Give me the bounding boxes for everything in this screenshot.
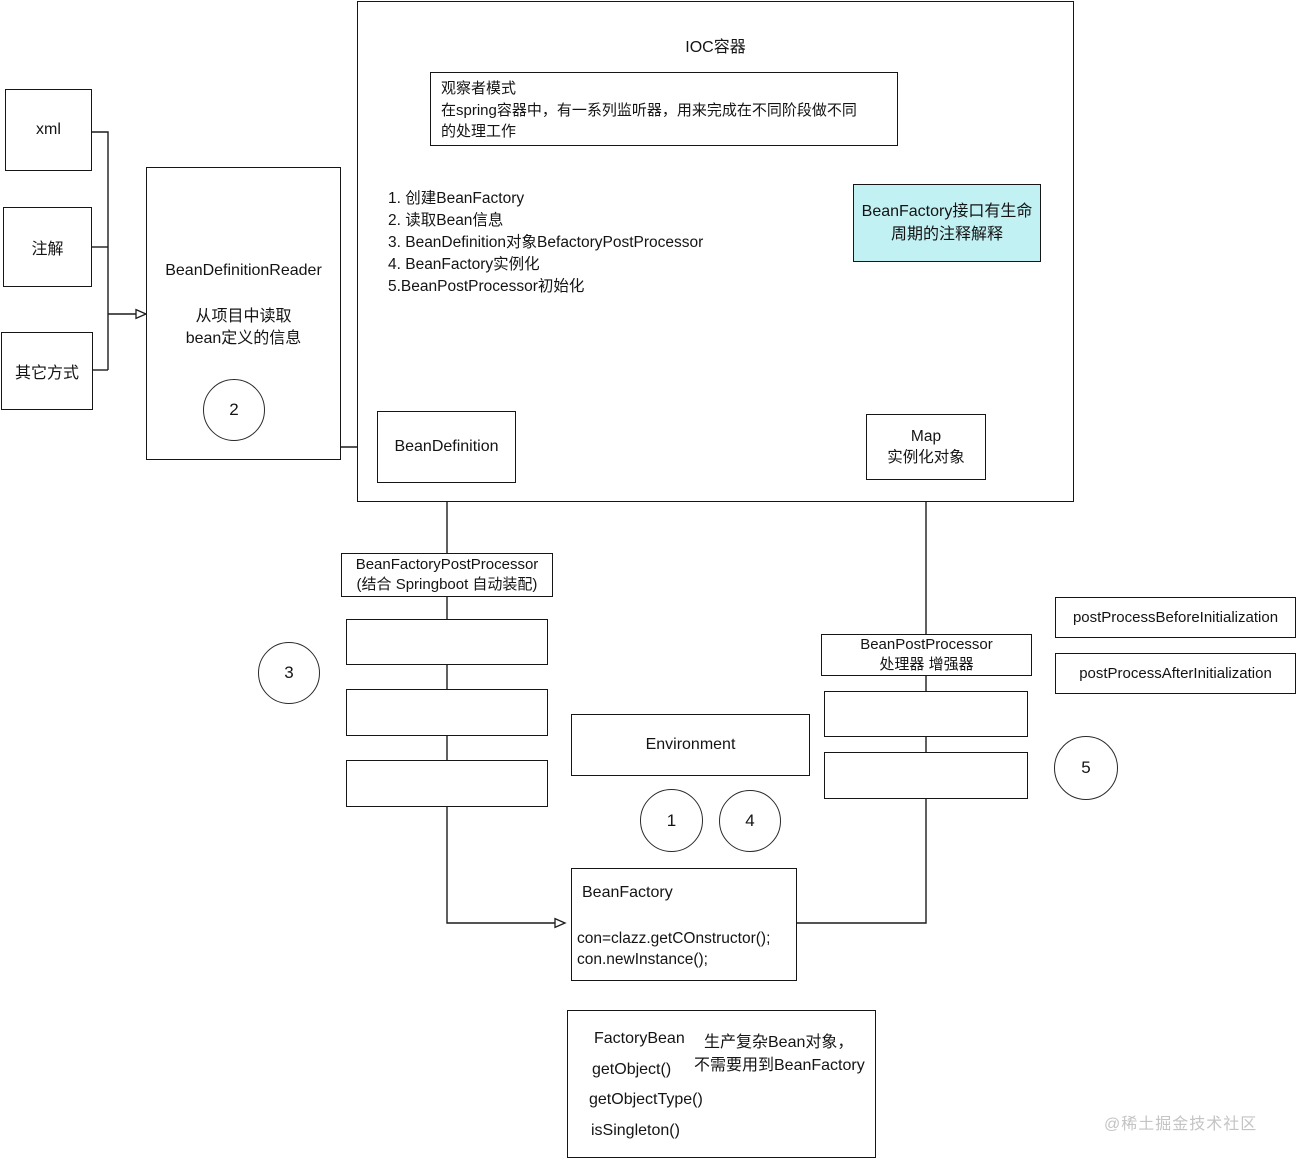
bean-post-processor-box: BeanPostProcessor 处理器 增强器 [821,634,1032,676]
factory-bean-title: FactoryBean [594,1030,685,1047]
factory-bean-box [567,1010,876,1158]
bpp-line2: 处理器 增强器 [879,656,974,673]
bfpp-line1: BeanFactoryPostProcessor [355,556,539,573]
step-badge-2: 2 [203,379,265,441]
lifecycle-note-line1: BeanFactory接口有生命 [861,203,1033,220]
ioc-title: IOC容器 [685,39,746,56]
observer-note-box: 观察者模式 在spring容器中，有一系列监听器，用来完成在不同阶段做不同 的处… [430,72,898,146]
factory-bean-method-getobject: getObject() [592,1061,672,1078]
bean-definition-label: BeanDefinition [394,438,499,455]
step-item-5: 5.BeanPostProcessor初始化 [388,278,585,295]
post-process-before-label: postProcessBeforeInitialization [1072,609,1279,626]
step-item-3: 3. BeanDefinition对象BefactoryPostProcesso… [388,234,704,251]
step-badge-4: 4 [719,790,781,852]
factory-bean-method-getobjecttype: getObjectType() [589,1091,703,1108]
observer-line3: 的处理工作 [441,123,517,140]
source-xml-label: xml [36,121,61,138]
factory-bean-method-issingleton: isSingleton() [591,1122,680,1139]
bean-factory-title: BeanFactory [582,884,673,901]
arrowhead-into-reader [135,308,148,320]
step-badge-5: 5 [1054,736,1118,800]
post-process-before-box: postProcessBeforeInitialization [1055,597,1296,638]
bean-definition-reader-desc2: bean定义的信息 [185,330,302,347]
step-badge-3: 3 [258,642,320,704]
bfpp-slot-1 [346,619,548,665]
step-badge-1: 1 [640,789,703,852]
bean-factory-code1: con=clazz.getCOnstructor(); [577,930,771,947]
arrowhead-into-beanfactory [554,917,567,929]
ioc-steps-list: 1. 创建BeanFactory 2. 读取Bean信息 3. BeanDefi… [388,188,703,298]
bean-factory-box [571,868,797,981]
source-annotation-label: 注解 [31,241,64,258]
bfpp-line2: (结合 Springboot 自动装配) [356,576,538,593]
bpp-line1: BeanPostProcessor [860,636,993,653]
observer-line2: 在spring容器中，有一系列监听器，用来完成在不同阶段做不同 [441,101,857,119]
map-box: Map 实例化对象 [866,414,986,480]
post-process-after-label: postProcessAfterInitialization [1079,665,1272,682]
environment-label: Environment [645,736,736,753]
step-item-2: 2. 读取Bean信息 [388,212,504,229]
lifecycle-note-line2: 周期的注释解释 [890,226,1003,243]
factory-bean-note2: 不需要用到BeanFactory [694,1057,865,1074]
source-other-box: 其它方式 [1,332,93,410]
source-annotation-box: 注解 [3,207,92,287]
step-item-1: 1. 创建BeanFactory [388,190,525,207]
lifecycle-note-box: BeanFactory接口有生命 周期的注释解释 [853,184,1041,262]
map-line1: Map [910,428,942,445]
source-xml-box: xml [5,89,92,171]
factory-bean-note1: 生产复杂Bean对象， [704,1034,854,1051]
bean-factory-code2: con.newInstance(); [577,951,708,968]
observer-line1: 观察者模式 [441,80,517,97]
post-process-after-box: postProcessAfterInitialization [1055,653,1296,694]
bean-definition-box: BeanDefinition [377,411,516,483]
bpp-slot-1 [824,691,1028,737]
bpp-slot-2 [824,752,1028,799]
map-line2: 实例化对象 [887,449,965,466]
bfpp-slot-2 [346,689,548,736]
bfpp-slot-3 [346,760,548,807]
bean-definition-reader-title: BeanDefinitionReader [165,262,322,279]
step-item-4: 4. BeanFactory实例化 [388,256,540,273]
environment-box: Environment [571,714,810,776]
source-other-label: 其它方式 [14,365,79,382]
bean-factory-post-processor-box: BeanFactoryPostProcessor (结合 Springboot … [341,553,553,597]
watermark: @稀土掘金技术社区 [1104,1116,1258,1133]
bean-definition-reader-desc1: 从项目中读取 [195,308,292,325]
